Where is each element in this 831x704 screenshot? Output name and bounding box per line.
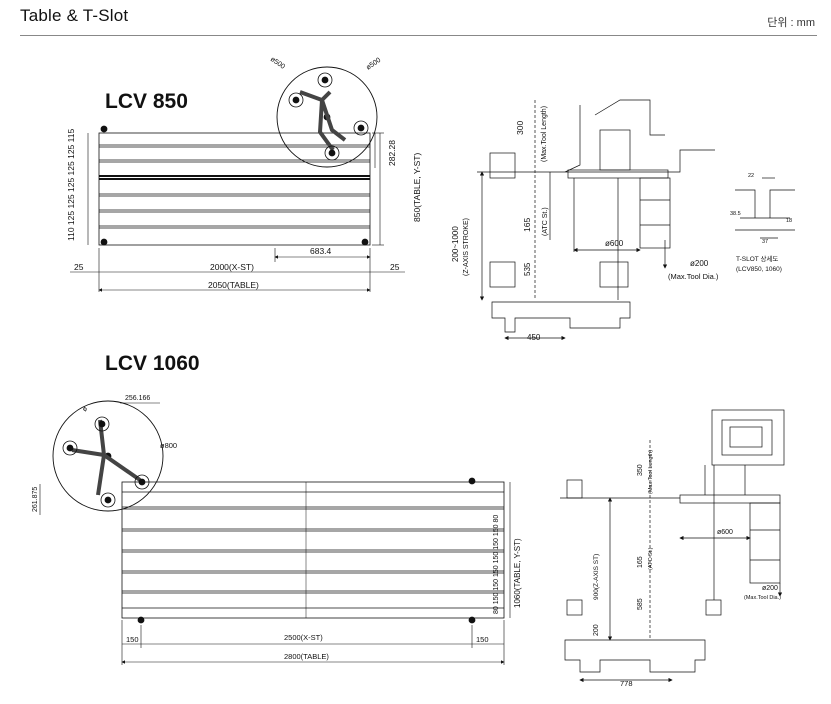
lcv1060-x-stroke: 2500(X-ST) (284, 633, 323, 642)
lcv850-table-width-label: 850(TABLE, Y-ST) (412, 153, 422, 222)
lcv1060-side-view (560, 409, 785, 683)
lcv1060-dim-256: 256.166 (125, 395, 150, 402)
lcv1060-dim-261: 261.875 (32, 487, 39, 512)
lcv850-max-tool-dia: (Max.Tool Dia.) (668, 272, 719, 281)
lcv850-dia-b: ø500 (365, 57, 382, 72)
lcv1060-margin-left: 150 (126, 635, 139, 644)
lcv850-z-stroke-label: (Z-AXIS STROKE) (463, 218, 470, 276)
lcv850-dia-200: ø200 (690, 259, 709, 268)
lcv1060-dia-800: ø800 (160, 441, 177, 450)
lcv1060-dim-585: 585 (637, 598, 644, 610)
lcv1060-dim-200: 200 (593, 624, 600, 636)
header-divider (20, 35, 817, 36)
lcv1060-atc: 165 (637, 556, 644, 568)
lcv850-z-stroke: 200~1000 (451, 226, 460, 262)
tslot-dim-top: 22 (748, 173, 754, 179)
tslot-dim-bottom: 37 (762, 239, 768, 245)
model-title-lcv850: LCV 850 (105, 90, 188, 113)
lcv850-table-top-view (70, 66, 405, 292)
lcv1060-tool-length-label: (Max.Tool Length) (648, 450, 654, 494)
lcv850-tool-length: 300 (515, 121, 525, 135)
lcv1060-max-tool-dia: (Max.Tool Dia.) (744, 595, 781, 601)
lcv1060-dia-small: ø (81, 405, 90, 413)
lcv850-dim-450: 450 (527, 333, 541, 342)
lcv850-atc: 165 (522, 218, 532, 232)
lcv850-table-length: 2050(TABLE) (208, 280, 259, 290)
lcv1060-dim-778: 778 (620, 679, 633, 688)
page-title: Table & T-Slot (20, 6, 129, 25)
lcv850-slot-pitch-label: 110 125 125 125 125 125 115 (66, 129, 76, 241)
lcv850-x-stroke: 2000(X-ST) (210, 262, 254, 272)
lcv1060-margin-right: 150 (476, 635, 489, 644)
lcv850-dim-535: 535 (523, 262, 532, 276)
lcv850-dim-683: 683.4 (310, 246, 332, 256)
lcv850-tool-length-label: (Max.Tool Length) (541, 106, 548, 162)
model-title-lcv1060: LCV 1060 (105, 352, 200, 375)
lcv850-dia-600: ø600 (605, 239, 624, 248)
lcv1060-atc-label: (ATC St.) (648, 547, 654, 570)
lcv1060-tool-length: 350 (637, 464, 644, 476)
lcv1060-table-top-view (39, 400, 511, 665)
tslot-caption: T-SLOT 상세도 (736, 254, 778, 263)
lcv1060-table-length: 2800(TABLE) (284, 652, 329, 661)
tslot-caption-models: (LCV850, 1060) (736, 266, 782, 273)
lcv850-atc-label: (ATC St.) (542, 207, 549, 236)
lcv850-margin-right: 25 (390, 262, 400, 272)
lcv850-dia-a: ø500 (269, 56, 286, 71)
lcv850-dim-282: 282.28 (387, 140, 397, 166)
lcv1060-table-width-label: 1060(TABLE, Y-ST) (513, 538, 522, 608)
unit-label: 단위 : mm (767, 17, 815, 29)
tslot-detail-drawing (735, 177, 795, 239)
lcv850-side-view (477, 99, 715, 341)
tslot-dim-left-a: 38.5 (730, 211, 741, 217)
lcv1060-slot-pitch-label: 80 150 150 150 150 150 150 80 (493, 515, 500, 614)
lcv850-margin-left: 25 (74, 262, 84, 272)
lcv1060-z-stroke: 900(Z-AXIS ST) (593, 554, 600, 600)
lcv1060-dia-200: ø200 (762, 585, 778, 592)
lcv1060-dia-600: ø600 (717, 529, 733, 536)
tslot-dim-left-b: 18 (786, 218, 792, 224)
